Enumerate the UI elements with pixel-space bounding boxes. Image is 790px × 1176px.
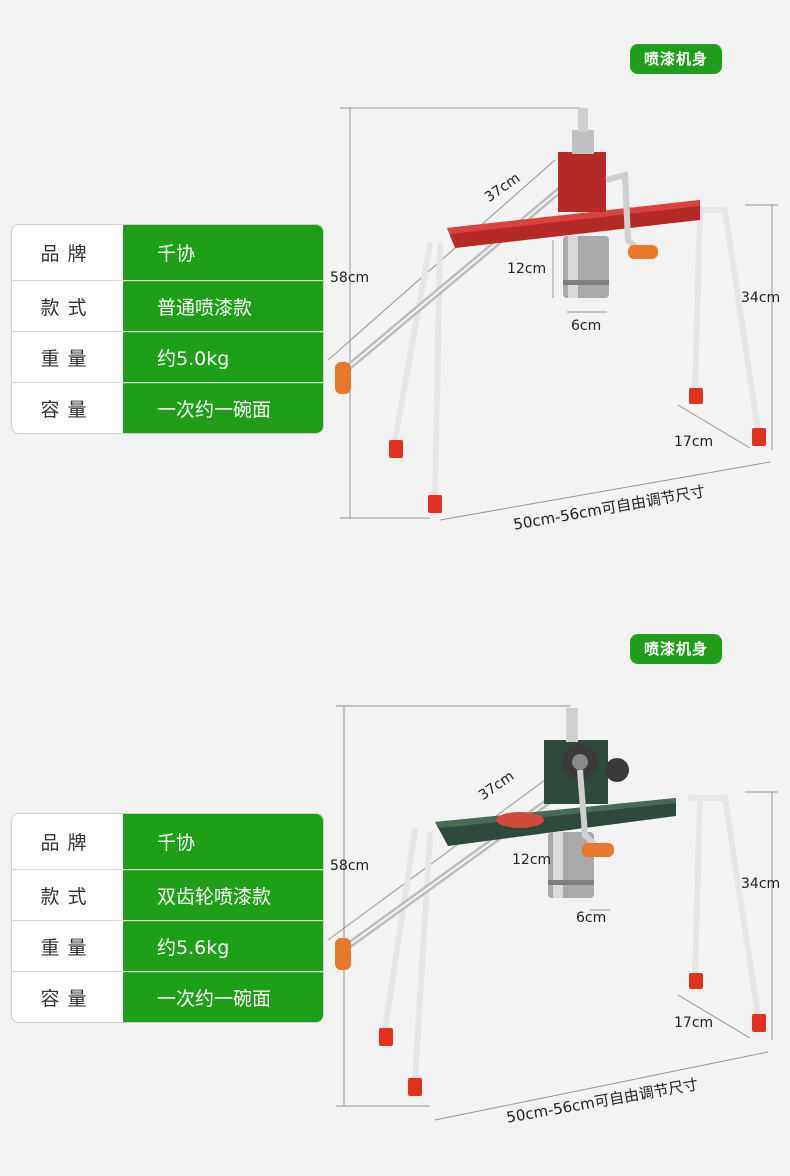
product-section-1: 喷漆机身	[0, 0, 790, 586]
machine-illustration-green	[327, 705, 778, 1121]
product-section-2: 喷漆机身	[0, 590, 790, 1176]
spec-value: 一次约一碗面	[123, 383, 323, 433]
spec-key: 款式	[12, 281, 123, 331]
spec-value: 普通喷漆款	[123, 281, 323, 331]
spec-row-weight: 重量 约5.6kg	[12, 920, 323, 971]
spec-table: 品牌 千协 款式 双齿轮喷漆款 重量 约5.6kg 容量 一次约一碗面	[11, 813, 324, 1023]
spec-table: 品牌 千协 款式 普通喷漆款 重量 约5.0kg 容量 一次约一碗面	[11, 224, 324, 434]
spec-row-capacity: 容量 一次约一碗面	[12, 971, 323, 1022]
spec-key: 品牌	[12, 814, 123, 869]
spec-key: 款式	[12, 870, 123, 920]
leg-height-dimension: 34cm	[741, 876, 781, 892]
spec-value: 千协	[123, 225, 323, 280]
barrel-width-dimension: 6cm	[576, 910, 607, 926]
body-badge: 喷漆机身	[629, 634, 722, 664]
machine-illustration-red	[327, 107, 778, 521]
spec-row-capacity: 容量 一次约一碗面	[12, 382, 323, 433]
spec-row-brand: 品牌 千协	[12, 225, 323, 280]
spec-key: 容量	[12, 383, 123, 433]
spec-key: 品牌	[12, 225, 123, 280]
spec-key: 容量	[12, 972, 123, 1022]
spec-value: 约5.0kg	[123, 332, 323, 382]
depth-dimension: 17cm	[674, 1015, 714, 1031]
height-dimension: 58cm	[330, 858, 370, 874]
barrel-width-dimension: 6cm	[571, 318, 602, 334]
body-badge: 喷漆机身	[629, 44, 722, 74]
depth-dimension: 17cm	[674, 434, 714, 450]
barrel-height-dimension: 12cm	[512, 852, 552, 868]
spec-value: 双齿轮喷漆款	[123, 870, 323, 920]
spec-key: 重量	[12, 332, 123, 382]
height-dimension: 58cm	[330, 270, 370, 286]
spec-value: 千协	[123, 814, 323, 869]
spec-key: 重量	[12, 921, 123, 971]
spec-value: 一次约一碗面	[123, 972, 323, 1022]
spec-value: 约5.6kg	[123, 921, 323, 971]
spec-row-weight: 重量 约5.0kg	[12, 331, 323, 382]
spec-row-brand: 品牌 千协	[12, 814, 323, 869]
barrel-height-dimension: 12cm	[507, 261, 547, 277]
spec-row-style: 款式 普通喷漆款	[12, 280, 323, 331]
leg-height-dimension: 34cm	[741, 290, 781, 306]
spec-row-style: 款式 双齿轮喷漆款	[12, 869, 323, 920]
